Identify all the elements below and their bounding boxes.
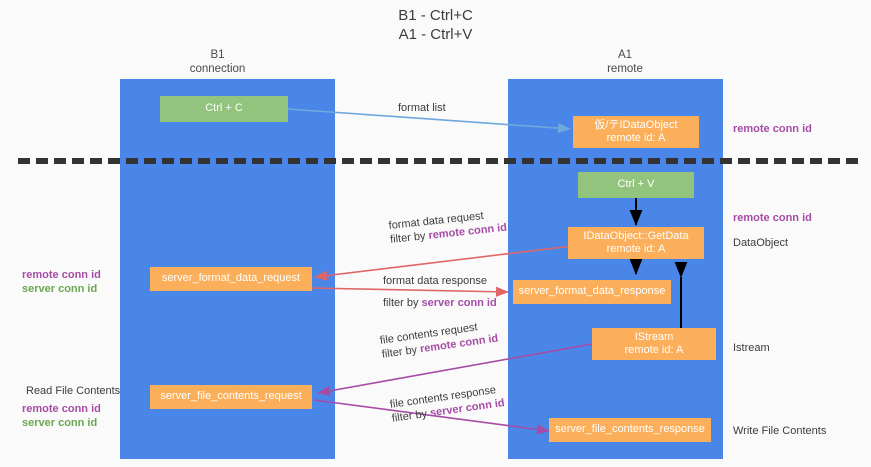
node-ctrl-c[interactable]: Ctrl + C bbox=[160, 96, 288, 122]
node-server-file-contents-response[interactable]: server_file_contents_response bbox=[549, 418, 711, 442]
edge-label-format-data-response: format data response filter by server co… bbox=[383, 274, 497, 310]
annotation-left-mid-server: server conn id bbox=[22, 283, 98, 295]
node-server-format-data-response[interactable]: server_format_data_response bbox=[513, 280, 671, 304]
phase-divider bbox=[18, 158, 858, 164]
annotation-left-bot-remote: remote conn id bbox=[22, 403, 101, 415]
lane-b1-role: connection bbox=[189, 63, 246, 75]
node-fmt-request-label: server_format_data_request bbox=[161, 272, 301, 285]
edge-file-resp-prefix: filter by bbox=[391, 407, 431, 425]
annotation-right-remote-mid-text: remote conn id bbox=[733, 212, 812, 224]
annotation-right-write-file: Write File Contents bbox=[733, 424, 826, 438]
annotation-left-read-file-text: Read File Contents bbox=[26, 385, 121, 397]
node-idataobject-subtitle: remote id: A bbox=[606, 132, 666, 144]
annotation-right-write-file-text: Write File Contents bbox=[733, 425, 827, 437]
lane-a1-role: remote bbox=[607, 63, 643, 75]
node-ctrl-v-label: Ctrl + V bbox=[617, 178, 655, 191]
edge-label-format-list: format list bbox=[398, 101, 446, 115]
edge-label-file-contents-request: file contents request filter by remote c… bbox=[379, 318, 499, 362]
node-ctrl-c-label: Ctrl + C bbox=[205, 102, 243, 115]
lane-header-a1: A1 remote bbox=[545, 48, 705, 76]
annotation-right-remote-mid: remote conn id bbox=[733, 211, 812, 225]
edge-fmt-req-prefix: filter by bbox=[389, 229, 430, 246]
annotation-left-read-file: Read File Contents bbox=[26, 384, 120, 398]
node-file-response-label: server_file_contents_response bbox=[555, 423, 705, 436]
title-line-2: A1 - Ctrl+V bbox=[398, 26, 473, 43]
node-fmt-response-label: server_format_data_response bbox=[518, 285, 666, 298]
node-getdata-title: IDataObject::GetData bbox=[583, 229, 689, 242]
annotation-left-bot-server: server conn id bbox=[22, 417, 98, 429]
edge-fmt-resp-highlight: server conn id bbox=[421, 297, 497, 309]
annotation-right-remote-top-text: remote conn id bbox=[733, 123, 812, 135]
annotation-left-mid-remote: remote conn id bbox=[22, 269, 101, 281]
annotation-left-bottom: remote conn id server conn id bbox=[22, 402, 101, 430]
edge-fmt-resp-line2: filter by server conn id bbox=[383, 296, 497, 310]
annotation-right-dataobject: DataObject bbox=[733, 236, 788, 250]
node-file-request-label: server_file_contents_request bbox=[160, 390, 302, 403]
node-istream-title: IStream bbox=[634, 330, 674, 343]
node-getdata-subtitle: remote id: A bbox=[606, 243, 666, 255]
edge-fmt-resp-line1: format data response bbox=[383, 275, 487, 287]
node-server-file-contents-request[interactable]: server_file_contents_request bbox=[150, 385, 312, 409]
annotation-right-istream: Istream bbox=[733, 341, 770, 355]
annotation-right-remote-top: remote conn id bbox=[733, 122, 812, 136]
page-title: B1 - Ctrl+C A1 - Ctrl+V bbox=[0, 6, 871, 44]
annotation-left-mid: remote conn id server conn id bbox=[22, 268, 101, 296]
lane-a1-name: A1 bbox=[617, 49, 633, 61]
edge-fmt-resp-prefix: filter by bbox=[383, 297, 422, 309]
lane-b1-name: B1 bbox=[210, 49, 225, 61]
node-idataobject-getdata[interactable]: IDataObject::GetData remote id: A bbox=[568, 227, 704, 259]
node-istream-subtitle: remote id: A bbox=[624, 344, 684, 356]
edge-format-list-line1: format list bbox=[398, 102, 446, 114]
node-idataobject[interactable]: 仮/テIDataObject remote id: A bbox=[573, 116, 699, 148]
node-idataobject-title: 仮/テIDataObject bbox=[594, 118, 678, 131]
lane-header-b1: B1 connection bbox=[150, 48, 285, 76]
edge-file-req-prefix: filter by bbox=[381, 343, 421, 361]
title-line-1: B1 - Ctrl+C bbox=[398, 7, 473, 24]
annotation-right-dataobject-text: DataObject bbox=[733, 237, 789, 249]
node-ctrl-v[interactable]: Ctrl + V bbox=[578, 172, 694, 198]
edge-label-format-data-request: format data request filter by remote con… bbox=[388, 207, 508, 247]
annotation-right-istream-text: Istream bbox=[733, 342, 770, 354]
node-istream[interactable]: IStream remote id: A bbox=[592, 328, 716, 360]
node-server-format-data-request[interactable]: server_format_data_request bbox=[150, 267, 312, 291]
edge-label-file-contents-response: file contents response filter by server … bbox=[389, 382, 506, 426]
